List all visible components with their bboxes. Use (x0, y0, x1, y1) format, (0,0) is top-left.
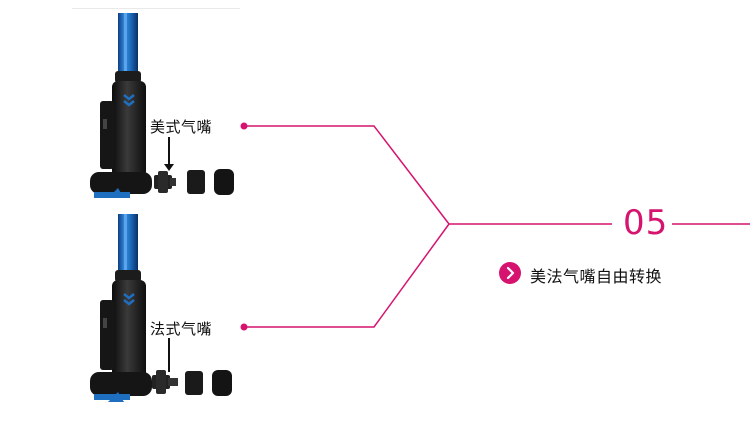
chevron-right-icon (499, 262, 521, 284)
fr-connector-line (244, 223, 450, 328)
pump-photo-fr-valve (72, 212, 240, 410)
fr-valve-label: 法式气嘴 (150, 320, 213, 338)
pump-photo-us-valve (72, 8, 240, 207)
us-valve-label: 美式气嘴 (150, 118, 213, 136)
us-connector-line (244, 125, 450, 225)
feature-text: 美法气嘴自由转换 (530, 267, 663, 286)
pump-illustration-us (90, 13, 234, 198)
step-number: 05 (619, 200, 673, 246)
pump-illustration-fr (90, 214, 232, 402)
